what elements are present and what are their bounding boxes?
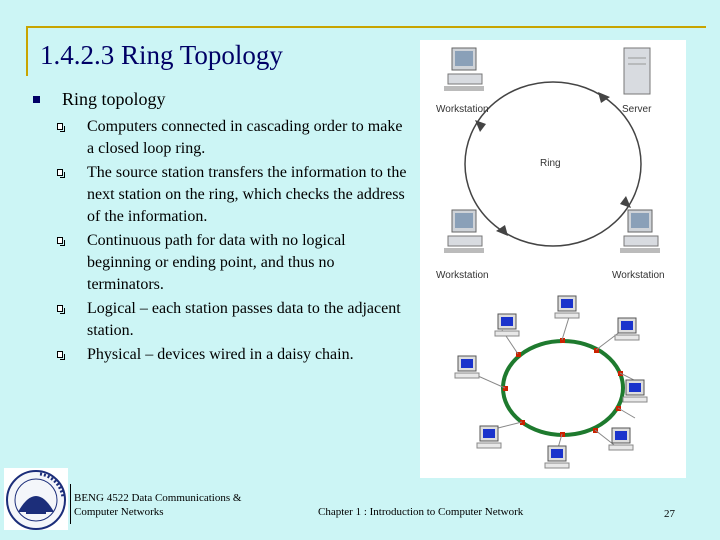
node-label: Workstation	[612, 270, 665, 281]
server-icon	[623, 47, 651, 95]
footer-course: BENG 4522 Data Communications & Computer…	[74, 492, 242, 518]
university-logo	[4, 468, 68, 530]
computer-icon	[614, 317, 640, 341]
bullet-item: Logical – each station passes data to th…	[52, 298, 412, 342]
ring-arrow-icon	[620, 196, 631, 208]
bullet-item: Continuous path for data with no logical…	[52, 230, 412, 296]
workstation-icon	[444, 209, 484, 253]
title-left-rule	[26, 26, 28, 76]
bullet-text: The source station transfers the informa…	[87, 164, 407, 225]
physical-ring-illustration	[420, 288, 686, 478]
workstation-icon	[620, 209, 660, 253]
node-label: Server	[622, 104, 652, 115]
title-top-rule	[26, 26, 706, 28]
ring-arrow-icon	[475, 120, 486, 132]
computer-icon	[494, 313, 520, 337]
computer-icon	[608, 427, 634, 451]
computer-icon	[622, 379, 648, 403]
checkbox-bullet-icon	[57, 351, 65, 360]
footer-chapter: Chapter 1 : Introduction to Computer Net…	[318, 506, 524, 518]
ring-circle	[464, 81, 642, 247]
footer-divider	[70, 484, 71, 524]
computer-icon	[476, 425, 502, 449]
bullet-item: Computers connected in cascading order t…	[52, 116, 412, 160]
ring-arrow-icon	[598, 92, 610, 103]
page-number: 27	[664, 508, 675, 520]
computer-icon	[544, 445, 570, 469]
node-label: Workstation	[436, 104, 489, 115]
checkbox-bullet-icon	[57, 305, 65, 314]
workstation-icon	[444, 47, 484, 91]
ring-arrow-icon	[496, 225, 508, 236]
node-label: Workstation	[436, 270, 489, 281]
computer-icon	[454, 355, 480, 379]
bullet-text: Physical – devices wired in a daisy chai…	[87, 346, 354, 363]
bullet-item: Physical – devices wired in a daisy chai…	[52, 344, 412, 366]
bullet-list: Computers connected in cascading order t…	[52, 116, 412, 368]
slide-title: 1.4.2.3 Ring Topology	[40, 40, 283, 70]
checkbox-bullet-icon	[57, 123, 65, 132]
computer-icon	[554, 295, 580, 319]
bullet-text: Computers connected in cascading order t…	[87, 118, 403, 157]
ring-label: Ring	[540, 158, 561, 169]
logical-ring-diagram: Ring Workstation Server Workstation	[420, 40, 686, 288]
square-bullet-icon	[33, 96, 40, 103]
checkbox-bullet-icon	[57, 169, 65, 178]
bullet-text: Logical – each station passes data to th…	[87, 300, 401, 339]
checkbox-bullet-icon	[57, 237, 65, 246]
bullet-item: The source station transfers the informa…	[52, 162, 412, 228]
level1-bullet-text: Ring topology	[62, 89, 166, 109]
bullet-text: Continuous path for data with no logical…	[87, 232, 346, 293]
